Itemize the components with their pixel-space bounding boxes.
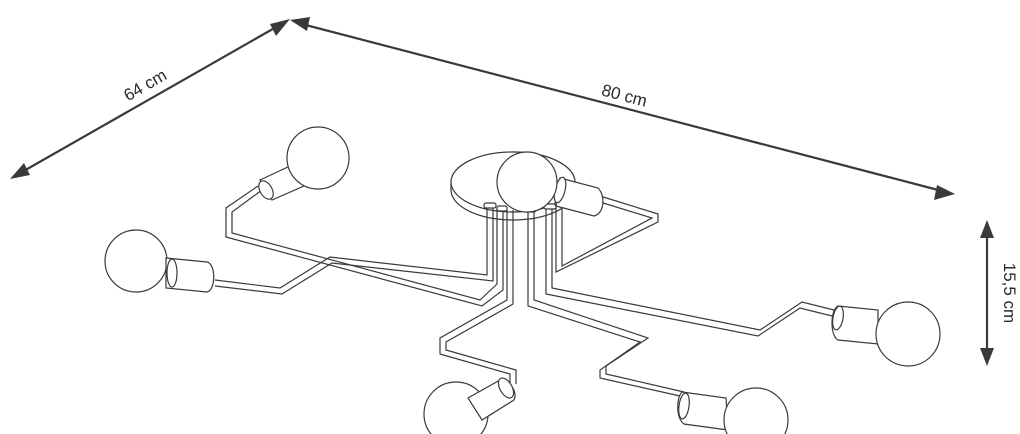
width-dimension: 80 cm (290, 17, 955, 200)
depth-dimension: 64 cm (10, 19, 290, 179)
bulb-upper-left (258, 126, 350, 201)
depth-arrowhead-left (10, 163, 30, 179)
height-dimension: 15,5 cm (980, 220, 1019, 366)
arm-upper-right (555, 195, 659, 273)
arm-upper-left (231, 189, 498, 301)
arm-bottom-left (439, 210, 511, 384)
arm-left (214, 205, 488, 289)
bulb-bottom-right (677, 387, 789, 434)
depth-arrowhead-right (270, 19, 290, 36)
ceiling-lamp (104, 126, 941, 434)
bulb-far-left (104, 229, 215, 293)
bulb-right (831, 301, 941, 367)
height-arrowhead-bottom (980, 348, 994, 366)
depth-dimension-line (21, 25, 279, 173)
width-label: 80 cm (600, 81, 650, 111)
bulb-top-center (496, 151, 604, 217)
arm-bottom-right (527, 210, 681, 397)
bulb-bottom-left (423, 377, 516, 434)
height-label: 15,5 cm (1000, 263, 1019, 323)
depth-label: 64 cm (120, 65, 170, 105)
arm-right (545, 208, 841, 337)
width-arrowhead-left (290, 17, 310, 31)
width-arrowhead-right (934, 185, 955, 200)
width-dimension-line (297, 21, 943, 193)
lamp-arms (214, 185, 843, 397)
height-arrowhead-top (980, 220, 994, 238)
